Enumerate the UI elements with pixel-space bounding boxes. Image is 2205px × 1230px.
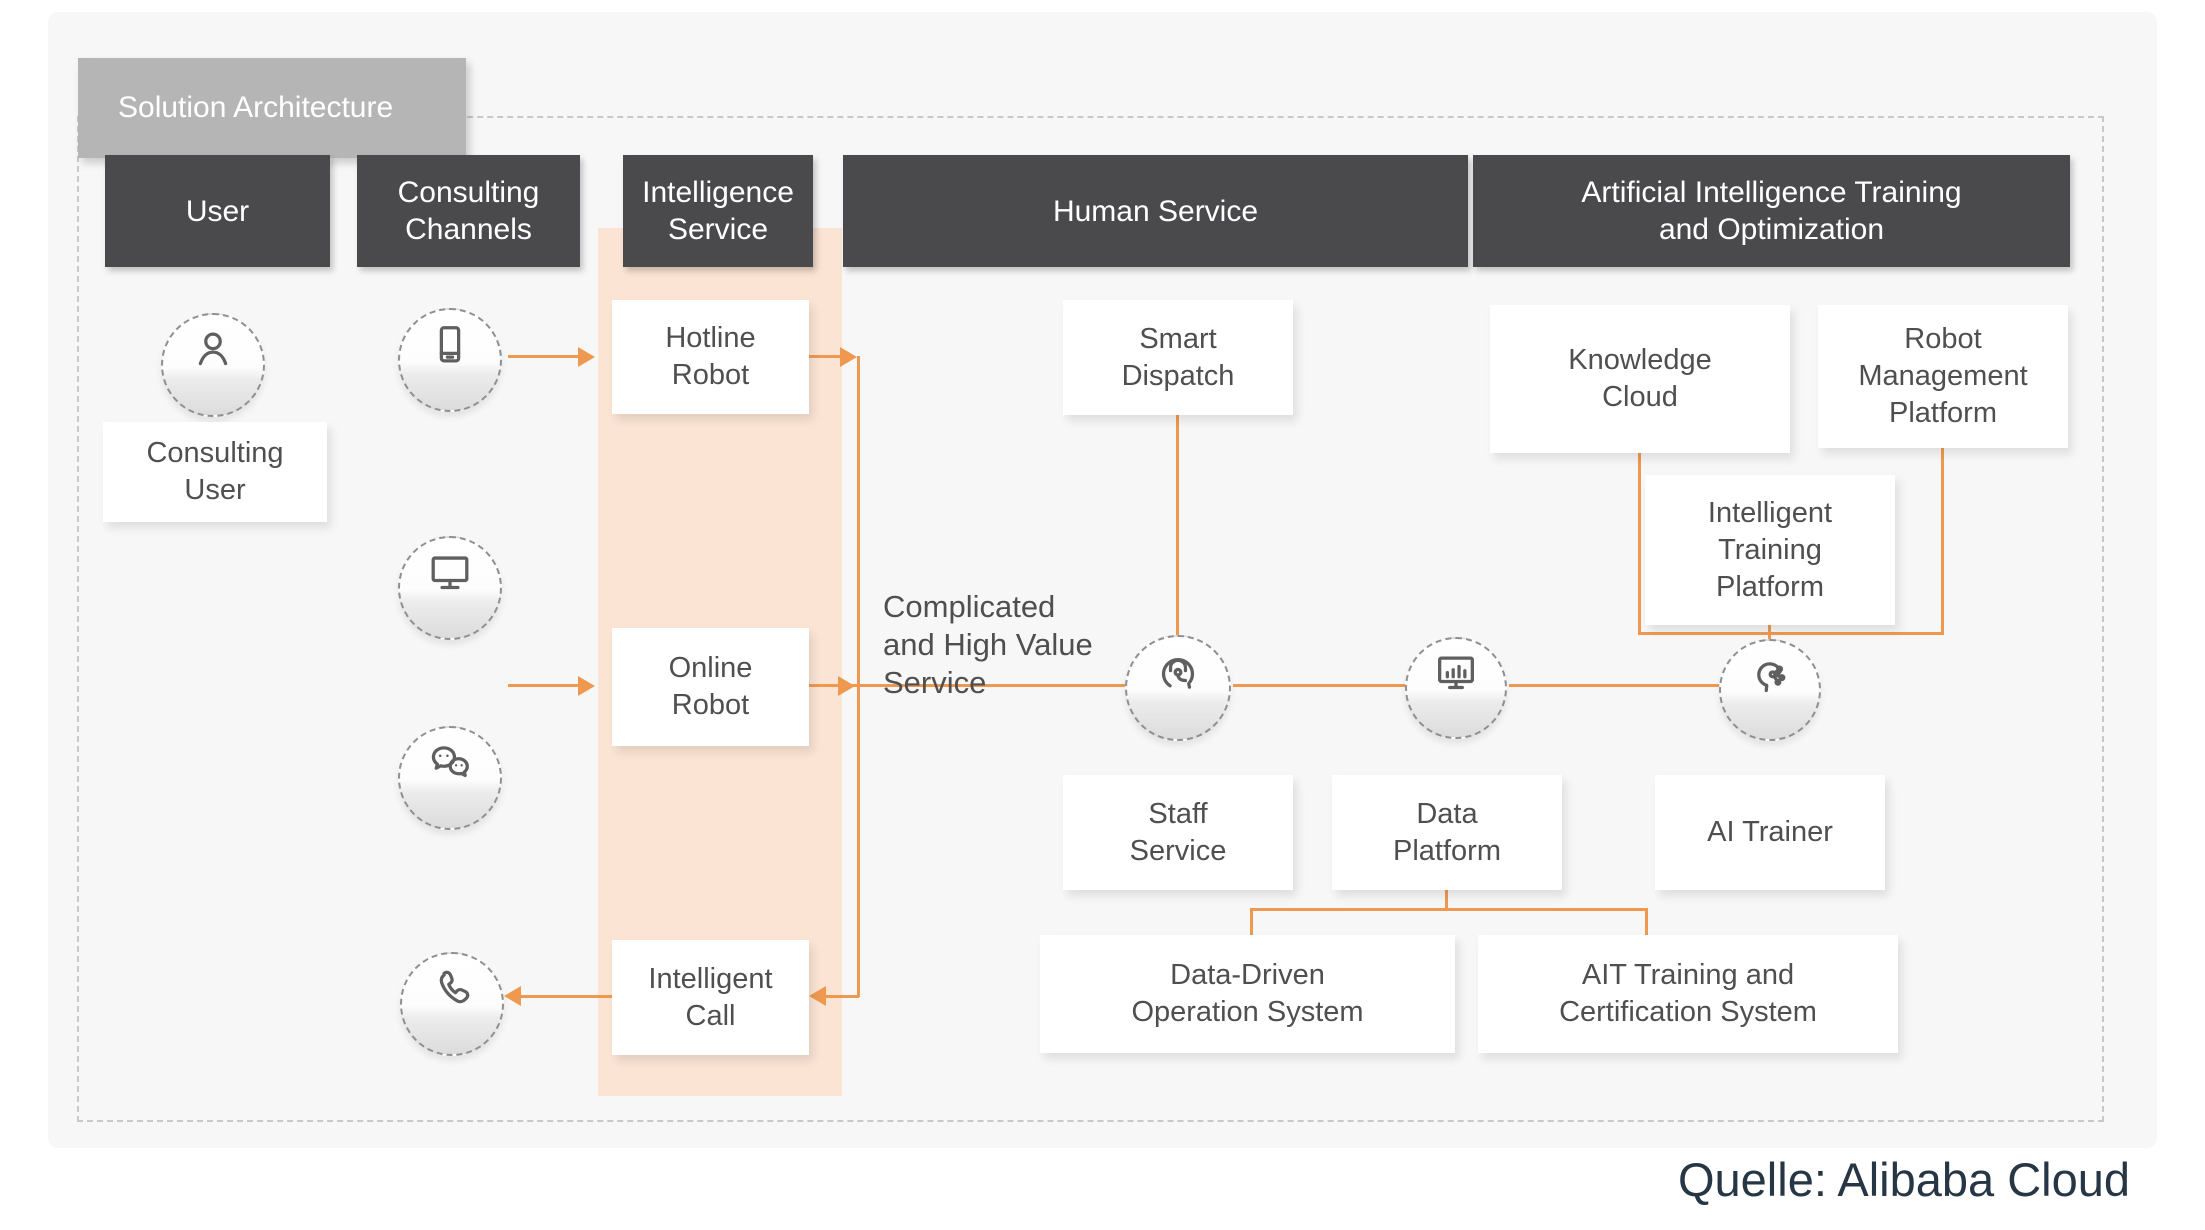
wechat-chat-icon — [431, 746, 469, 777]
connector-channels-to-online — [508, 684, 582, 687]
connector-bracket-to-ddos — [1250, 908, 1253, 937]
connector-rmp-down — [1941, 448, 1944, 634]
connector-dataplatform-stub — [1445, 890, 1448, 910]
diagram-title-badge: Solution Architecture — [78, 58, 466, 158]
phone-call-icon — [439, 970, 470, 1004]
node-intelligent-call: Intelligent Call — [612, 940, 809, 1055]
consulting-user-avatar — [161, 313, 265, 417]
arrowhead-intelligentcall-to-phone — [504, 986, 521, 1006]
user-icon — [198, 332, 228, 366]
connector-intelligentcall-to-phone — [521, 995, 612, 998]
connector-data-to-ai — [1509, 684, 1721, 687]
node-data-driven-operation-system: Data-Driven Operation System — [1040, 935, 1455, 1053]
connector-training-horizontal — [1638, 632, 1944, 635]
connector-bracket-to-aitcs — [1645, 908, 1648, 937]
arrowhead-hotline-out — [840, 347, 857, 367]
connector-staff-to-data — [1233, 684, 1407, 687]
smartphone-icon — [439, 326, 461, 363]
headset-agent-icon — [1161, 658, 1195, 689]
header-user: User — [105, 155, 330, 267]
header-human-service: Human Service — [843, 155, 1468, 267]
connector-smartdispatch-to-staff — [1176, 415, 1179, 636]
node-intelligent-training-platform: Intelligent Training Platform — [1645, 475, 1895, 625]
connector-dataplatform-bracket — [1250, 908, 1648, 911]
connector-hotline-out — [809, 355, 845, 358]
connector-mobile-to-hotline — [508, 355, 582, 358]
node-consulting-user: Consulting User — [103, 422, 327, 522]
channel-desktop — [398, 536, 502, 640]
header-intelligence-service: Intelligence Service — [623, 155, 813, 267]
node-online-robot: Online Robot — [612, 628, 809, 746]
annotation-complicated-service: Complicated and High Value Service — [883, 589, 1093, 700]
arrowhead-channels-to-online — [578, 676, 595, 696]
node-staff-service: Staff Service — [1063, 775, 1293, 890]
connector-hotline-to-intelligentcall-vertical — [857, 356, 860, 997]
node-smart-dispatch: Smart Dispatch — [1063, 300, 1293, 415]
channel-wechat — [398, 726, 502, 830]
ai-robot-head-icon — [1757, 662, 1786, 693]
node-robot-management-platform: Robot Management Platform — [1818, 305, 2068, 448]
connector-knowledgecloud-down — [1638, 453, 1641, 634]
node-ait-training-certification-system: AIT Training and Certification System — [1478, 935, 1898, 1053]
dashed-boundary — [77, 116, 2104, 1122]
header-consulting-channels: Consulting Channels — [357, 155, 580, 267]
node-knowledge-cloud: Knowledge Cloud — [1490, 305, 1790, 453]
connector-into-intelligentcall — [826, 995, 859, 998]
data-platform-node — [1405, 637, 1507, 739]
arrowhead-mobile-to-hotline — [578, 347, 595, 367]
desktop-monitor-icon — [431, 556, 469, 590]
dashboard-chart-icon — [1438, 656, 1474, 690]
connector-itp-to-airobot — [1768, 625, 1771, 643]
node-data-platform: Data Platform — [1332, 775, 1562, 890]
channel-phone — [400, 952, 504, 1056]
node-hotline-robot: Hotline Robot — [612, 300, 809, 414]
node-ai-trainer: AI Trainer — [1655, 775, 1885, 890]
connector-online-to-staff — [809, 684, 1127, 687]
ai-trainer-node — [1719, 639, 1821, 741]
arrowhead-online-to-staff — [838, 676, 855, 696]
header-ai-training: Artificial Intelligence Training and Opt… — [1473, 155, 2070, 267]
source-caption: Quelle: Alibaba Cloud — [1677, 1153, 2130, 1206]
staff-service-node — [1125, 635, 1231, 741]
arrowhead-into-intelligentcall — [809, 986, 826, 1006]
channel-mobile — [398, 308, 502, 412]
